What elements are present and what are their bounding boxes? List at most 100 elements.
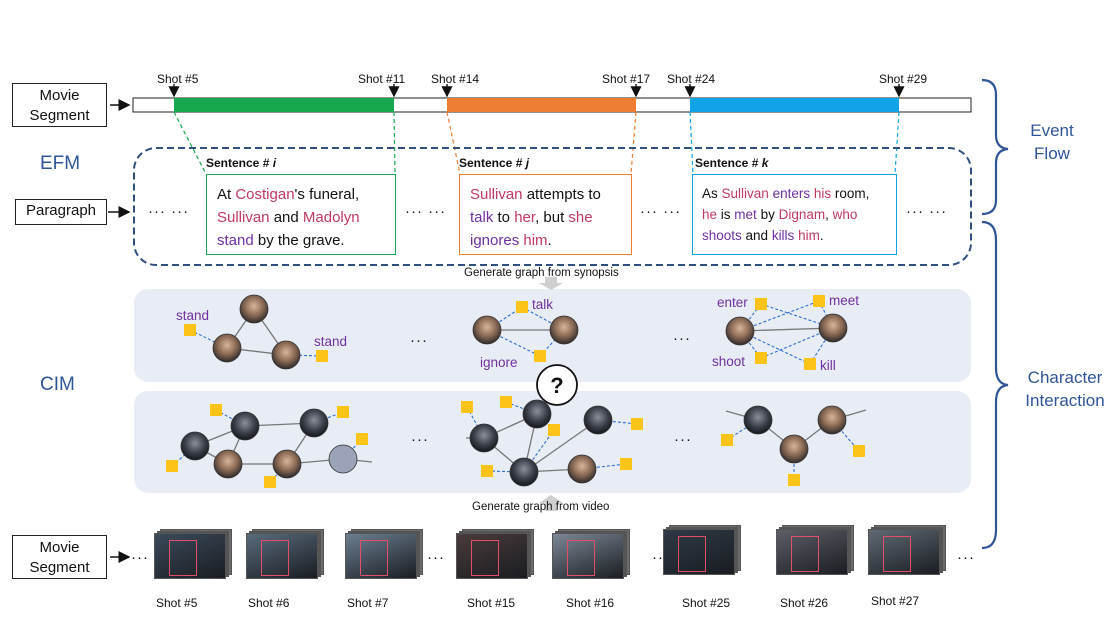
bottom-shot-label: Shot #26 bbox=[780, 596, 829, 610]
ellipsis: ··· bbox=[131, 549, 149, 566]
edge-label: shoot bbox=[712, 354, 746, 369]
question-mark: ? bbox=[550, 373, 564, 398]
sentence-text: to bbox=[493, 209, 515, 226]
timeline-segment-orange bbox=[447, 98, 636, 112]
synopsis-graph-3 bbox=[725, 295, 848, 370]
sentence-header-j: Sentence # j bbox=[459, 156, 530, 170]
ellipsis: ··· bbox=[427, 549, 445, 566]
shot-frame bbox=[776, 529, 848, 575]
character-name: him bbox=[798, 228, 820, 243]
character-name: Sullivan bbox=[721, 186, 769, 201]
bottom-shot-label: Shot #7 bbox=[347, 596, 389, 610]
face-bounding-box bbox=[678, 536, 706, 572]
sentence-text: by bbox=[756, 207, 779, 222]
sentence-text: attempts to bbox=[522, 186, 601, 203]
ellipsis: ··· bbox=[673, 330, 691, 347]
character-name: Sullivan bbox=[217, 209, 270, 226]
event-flow-brace bbox=[981, 78, 1009, 216]
character-name: his bbox=[813, 186, 832, 201]
face-bounding-box bbox=[360, 540, 388, 576]
edge-label: meet bbox=[829, 293, 860, 308]
top-shot-label: Shot #24 bbox=[667, 72, 716, 86]
character-interaction-label: Character Interaction bbox=[1025, 368, 1105, 410]
sentence-box-j: Sullivan attempts to talk to her, but sh… bbox=[459, 174, 632, 255]
movie-segment-label-top: Movie Segment bbox=[12, 83, 107, 127]
top-shot-label: Shot #29 bbox=[879, 72, 928, 86]
sentence-text: by the grave. bbox=[253, 232, 345, 249]
face-bounding-box bbox=[883, 536, 911, 572]
bottom-shot-label: Shot #16 bbox=[566, 596, 615, 610]
character-name: Dignam bbox=[778, 207, 826, 222]
edge-label: talk bbox=[532, 297, 554, 312]
synopsis-graph-2 bbox=[472, 301, 579, 362]
sentence-text: 's funeral, bbox=[294, 186, 360, 203]
ellipsis: ··· ··· bbox=[640, 203, 682, 220]
sentence-text: . bbox=[547, 232, 552, 249]
interaction-verb: stand bbox=[217, 232, 254, 249]
character-name: him bbox=[523, 232, 548, 249]
interaction-verb: ignores bbox=[470, 232, 520, 249]
top-shot-label: Shot #17 bbox=[602, 72, 651, 86]
interaction-verb: enters bbox=[772, 186, 811, 201]
character-name: he bbox=[702, 207, 718, 222]
edge-label: ignore bbox=[480, 355, 518, 370]
sentence-box-k: As Sullivan enters his room, he is met b… bbox=[692, 174, 897, 255]
video-graph-panel bbox=[134, 391, 971, 493]
top-shot-label: Shot #11 bbox=[358, 72, 406, 86]
character-name: Madolyn bbox=[302, 209, 360, 226]
cim-label: CIM bbox=[40, 374, 75, 395]
face-bounding-box bbox=[471, 540, 499, 576]
paragraph-label: Paragraph bbox=[15, 199, 107, 225]
interaction-verb: met bbox=[734, 207, 757, 222]
sentence-text: As bbox=[702, 186, 722, 201]
shot-frame bbox=[456, 533, 528, 579]
sentence-box-i: At Costigan's funeral, Sullivan and Mado… bbox=[206, 174, 396, 255]
face-bounding-box bbox=[261, 540, 289, 576]
bottom-shot-label: Shot #6 bbox=[248, 596, 290, 610]
top-shot-label: Shot #14 bbox=[431, 72, 480, 86]
sentence-text: and bbox=[269, 209, 303, 226]
bottom-shot-label: Shot #15 bbox=[467, 596, 516, 610]
bottom-shot-label: Shot #25 bbox=[682, 596, 731, 610]
sentence-text: , but bbox=[535, 209, 569, 226]
shot-frame bbox=[345, 533, 417, 579]
video-caption: Generate graph from video bbox=[472, 501, 610, 513]
video-graph-2 bbox=[461, 396, 643, 487]
video-graph-1 bbox=[166, 404, 373, 488]
sentence-header-k: Sentence # k bbox=[695, 156, 769, 170]
ellipsis: ··· bbox=[410, 332, 428, 349]
edge-label: stand bbox=[314, 334, 348, 349]
shot-frame bbox=[154, 533, 226, 579]
efm-region bbox=[133, 147, 972, 266]
character-name: Costigan bbox=[235, 186, 295, 203]
timeline-segment-blue bbox=[690, 98, 899, 112]
interaction-verb: talk bbox=[470, 209, 494, 226]
sentence-text: . bbox=[819, 228, 824, 243]
character-interaction-brace bbox=[981, 220, 1009, 550]
shot-frame bbox=[552, 533, 624, 579]
ellipsis: ··· ··· bbox=[906, 203, 948, 220]
synopsis-graph-1 bbox=[184, 294, 328, 370]
character-name: who bbox=[832, 207, 858, 222]
sentence-text: At bbox=[217, 186, 236, 203]
sentence-text: is bbox=[717, 207, 735, 222]
shot-frame bbox=[246, 533, 318, 579]
ellipsis: ··· bbox=[411, 431, 429, 448]
interaction-verb: shoots bbox=[702, 228, 742, 243]
bottom-shot-label: Shot #5 bbox=[156, 596, 198, 610]
character-name: she bbox=[568, 209, 593, 226]
ellipsis: ··· ··· bbox=[405, 203, 447, 220]
ellipsis: ··· bbox=[674, 431, 692, 448]
synopsis-caption: Generate graph from synopsis bbox=[464, 267, 619, 279]
top-shot-label: Shot #5 bbox=[157, 72, 199, 86]
question-circle bbox=[536, 364, 578, 406]
shot-frame bbox=[663, 529, 735, 575]
shot-frame bbox=[868, 529, 940, 575]
sentence-text: room, bbox=[831, 186, 870, 201]
timeline-segment-green bbox=[174, 98, 394, 112]
sentence-header-i: Sentence # i bbox=[206, 156, 277, 170]
efm-label: EFM bbox=[40, 153, 81, 174]
face-bounding-box bbox=[567, 540, 595, 576]
character-name: her bbox=[514, 209, 536, 226]
